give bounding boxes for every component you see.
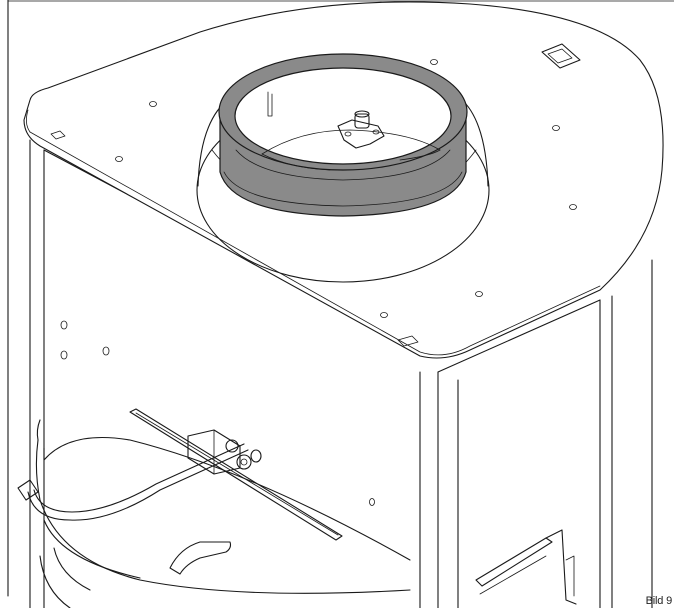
air-control-rail xyxy=(129,408,343,541)
flue-interior xyxy=(261,91,441,171)
cabinet-front-corner xyxy=(419,259,653,608)
air-control-rod xyxy=(17,429,262,521)
ash-door xyxy=(35,419,411,608)
figure-label: Bild 9 xyxy=(645,595,673,607)
flue-gasket-ring xyxy=(218,53,468,217)
side-holes xyxy=(60,320,375,506)
right-door-hinge xyxy=(475,529,577,605)
top-plate-holes xyxy=(115,59,577,318)
top-plate-slots xyxy=(50,43,581,347)
